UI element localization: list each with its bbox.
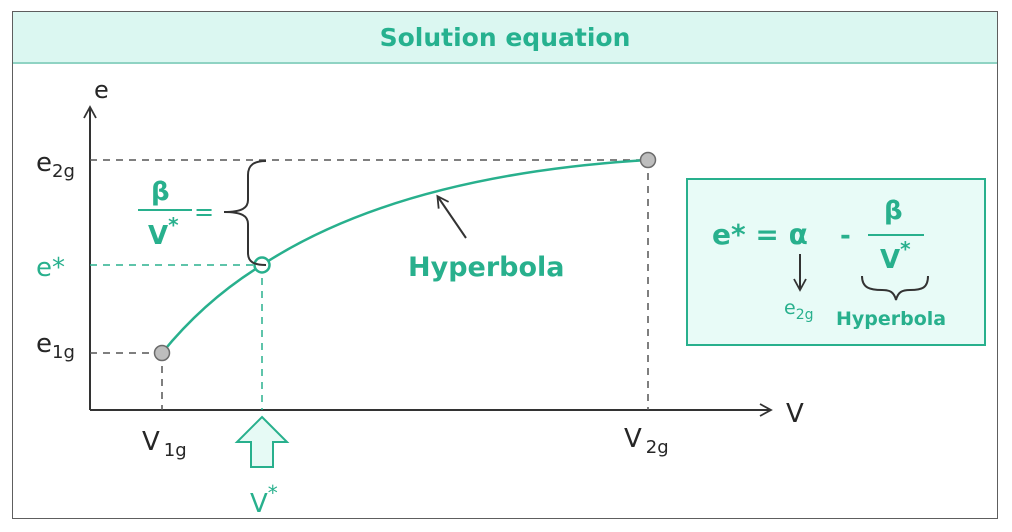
bracket-equals-sign: = xyxy=(194,198,214,226)
point-v1g-e1g xyxy=(153,344,171,362)
hyperbola-label: Hyperbola xyxy=(408,252,565,283)
x-tick-vstar: V* xyxy=(250,481,278,519)
equation-lhs: e* = α xyxy=(712,218,808,251)
point-v2g-e2g xyxy=(639,151,657,169)
bracket-fraction-denominator: V* xyxy=(148,213,179,251)
fraction-under-brace xyxy=(861,275,929,301)
fraction-note: Hyperbola xyxy=(836,308,946,330)
x-axis-label: V xyxy=(786,399,804,429)
alpha-note: e2g xyxy=(784,297,814,323)
header-title: Solution equation xyxy=(379,22,631,52)
equation-box xyxy=(686,178,986,346)
y-tick-e2g: e2g xyxy=(36,148,75,182)
y-axis-label: e xyxy=(94,76,109,104)
equation-fraction-denominator: V* xyxy=(880,237,911,275)
hyperbola-pointer-line xyxy=(436,194,467,239)
y-tick-e1g: e1g xyxy=(36,329,75,363)
hyperbola-curve xyxy=(161,158,649,354)
bracket-fraction-numerator: β xyxy=(151,177,170,207)
vstar-up-arrow-icon xyxy=(234,415,290,468)
equation-minus: - xyxy=(840,221,851,251)
y-tick-estar: e* xyxy=(36,253,65,283)
equation-fraction-numerator: β xyxy=(884,196,903,226)
header-bar: Solution equation xyxy=(13,12,997,64)
left-curly-brace xyxy=(223,160,267,266)
